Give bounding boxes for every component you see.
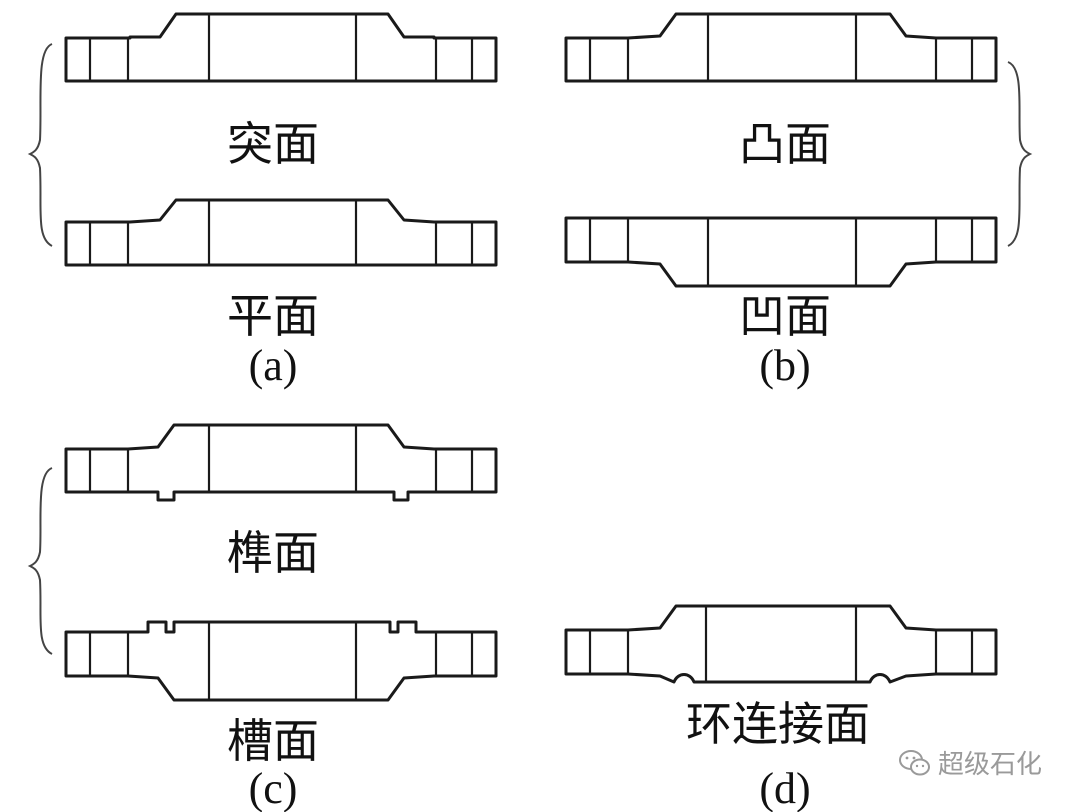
male-face-drawing bbox=[564, 12, 998, 83]
flat-face-label: 平面 bbox=[227, 289, 319, 343]
female-face-label: 凹面 bbox=[739, 289, 831, 343]
flat-face-drawing bbox=[64, 198, 498, 267]
ring-joint-face-label: 环连接面 bbox=[686, 697, 870, 751]
panel-b: 凸面 凹面 (b) bbox=[564, 12, 1033, 390]
panel-c: 榫面 槽面 (c) bbox=[27, 423, 498, 812]
groove-face-drawing bbox=[64, 620, 498, 702]
caption-a: (a) bbox=[249, 341, 298, 390]
male-face-label: 凸面 bbox=[739, 117, 831, 171]
raised-face-drawing bbox=[64, 12, 498, 83]
groove-face-label: 槽面 bbox=[227, 714, 319, 768]
panel-a: 突面 平面 (a) bbox=[27, 12, 498, 390]
ring-joint-face-drawing bbox=[564, 604, 998, 684]
watermark-text: 超级石化 bbox=[938, 750, 1043, 780]
brace-c bbox=[27, 467, 53, 655]
female-face-drawing bbox=[564, 216, 998, 288]
caption-d: (d) bbox=[759, 764, 810, 812]
caption-b: (b) bbox=[759, 341, 810, 390]
wechat-icon bbox=[899, 749, 930, 775]
brace-b bbox=[1007, 61, 1033, 247]
caption-c: (c) bbox=[249, 764, 298, 812]
brace-a bbox=[27, 43, 53, 247]
watermark: 超级石化 bbox=[898, 744, 1042, 781]
tongue-face-drawing bbox=[64, 423, 498, 502]
panel-d: 环连接面 (d) bbox=[564, 604, 998, 812]
raised-face-label: 突面 bbox=[227, 117, 319, 171]
tongue-face-label: 榫面 bbox=[227, 526, 319, 580]
